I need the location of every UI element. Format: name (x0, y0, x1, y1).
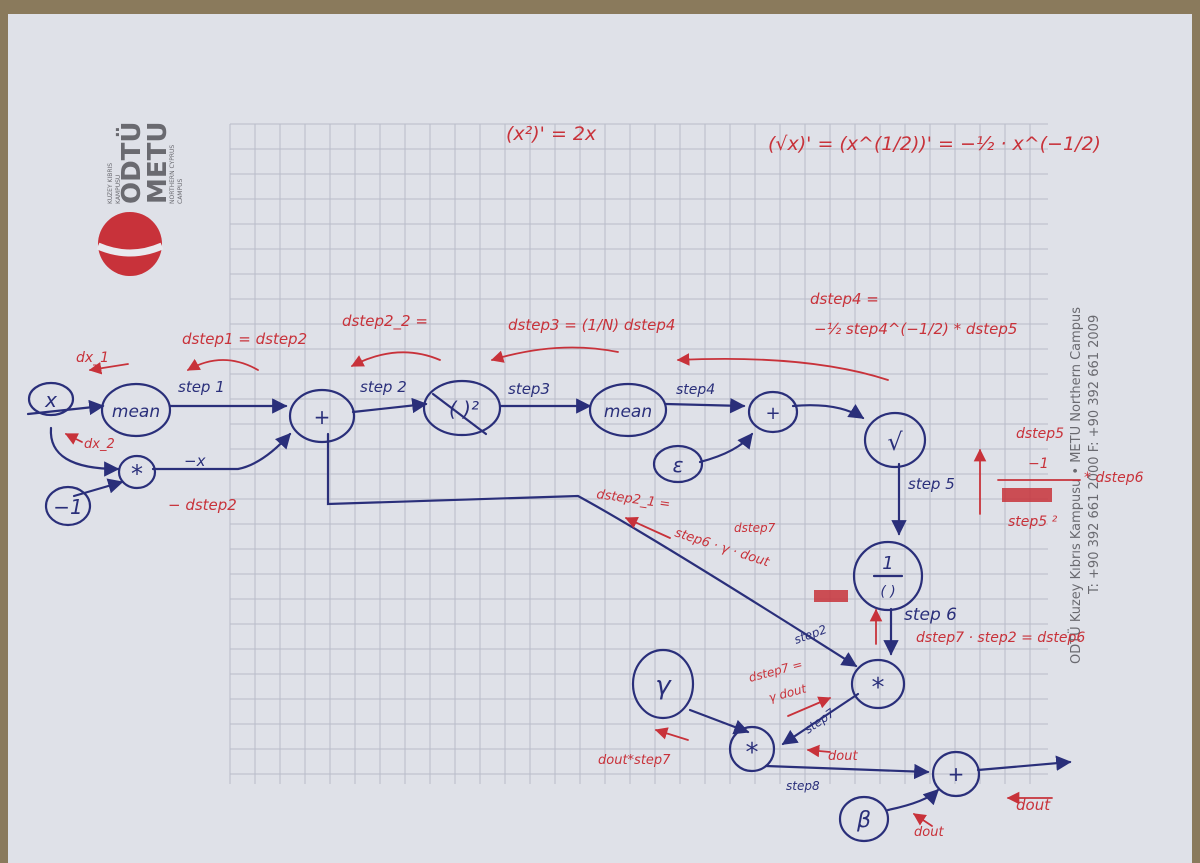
node-plus-2: + (747, 390, 799, 434)
label-step2: step 2 (360, 378, 407, 396)
note-dstep3: dstep3 = (1/N) dstep4 (508, 316, 675, 334)
logo-disc (98, 212, 162, 276)
scribble-2 (814, 590, 848, 602)
logo-odtu: ODTÜ (114, 121, 147, 204)
svg-text:√: √ (887, 428, 903, 456)
logo-en-line2: CAMPUS (177, 179, 184, 204)
footer-line1: ODTÜ Kuzey Kıbrıs Kampusu • METU Norther… (1067, 307, 1084, 664)
svg-text:+: + (314, 405, 331, 429)
svg-text:*: * (131, 460, 143, 488)
node-x: x (27, 381, 75, 417)
node-plus-3: + (931, 750, 981, 798)
note-dx1: dx_1 (76, 350, 109, 366)
svg-text:−1: −1 (53, 495, 82, 519)
note-dstep4-a: dstep4 = (810, 290, 879, 308)
node-epsilon: ε (652, 444, 704, 484)
computational-graph-sketch: ODTÜ METU KUZEY KIBRIS KAMPUSU NORTHERN … (26, 121, 1144, 843)
node-sqrt: √ (863, 411, 927, 469)
svg-text:*: * (746, 738, 759, 768)
svg-text:+: + (948, 762, 965, 786)
label-step8: step8 (786, 779, 820, 793)
note-dout-3: dout (1016, 796, 1051, 814)
svg-text:+: + (765, 403, 780, 424)
note-derivative-square: (x²)' = 2x (506, 123, 597, 145)
node-plus-1: + (288, 388, 356, 444)
logo-metu: METU (143, 122, 173, 204)
node-beta: β (838, 795, 890, 843)
svg-text:mean: mean (604, 402, 652, 422)
node-mean-1: mean (100, 382, 172, 438)
note-dstep6-side: * dstep6 (1084, 470, 1144, 486)
svg-text:x: x (44, 388, 57, 412)
node-multiply-3: * (728, 725, 776, 773)
graph-edges (26, 397, 1072, 812)
label-step4: step4 (676, 382, 715, 398)
node-square: ( )² (422, 379, 502, 437)
footer-line2: T: +90 392 661 2000 F: +90 392 661 2009 (1087, 315, 1102, 595)
node-mean-2: mean (588, 382, 668, 438)
svg-text:mean: mean (112, 402, 160, 422)
node-neg-one: −1 (44, 485, 92, 527)
note-dstep5-frac-num: −1 (1028, 456, 1049, 472)
label-step6: step 6 (904, 605, 957, 625)
note-dout-2: dout (914, 825, 944, 840)
note-dstep6-eq: dstep7 · step2 = dstep6 (916, 630, 1085, 646)
metu-logo: ODTÜ METU KUZEY KIBRIS KAMPUSU NORTHERN … (96, 121, 184, 276)
node-reciprocal: 1 ( ) (852, 540, 924, 612)
label-step5: step 5 (908, 475, 955, 493)
graph-paper-sheet: ODTÜ METU KUZEY KIBRIS KAMPUSU NORTHERN … (8, 14, 1192, 863)
note-dstep7-eq-2: γ dout (767, 681, 809, 705)
label-step1: step 1 (178, 378, 225, 396)
logo-tr-line1: KUZEY KIBRIS (107, 163, 114, 204)
svg-text:( ): ( ) (880, 584, 895, 600)
note-dstep2-1: dstep2_1 = (595, 487, 671, 512)
svg-text:( )²: ( )² (449, 397, 479, 421)
edge-labels: step 1 step 2 step3 step4 step 5 step 6 … (178, 378, 957, 793)
note-derivative-sqrt: (√x)' = (x^(1/2))' = −½ · x^(−1/2) (768, 133, 1101, 155)
note-dout-step7: dout*step7 (598, 753, 671, 768)
note-dout-1: dout (828, 749, 858, 764)
logo-tr-line2: KAMPUSU (115, 175, 122, 204)
logo-en-line1: NORTHERN CYPRUS (169, 145, 176, 204)
note-dx2: dx_2 (84, 437, 115, 452)
note-dstep7-label: dstep7 (734, 521, 776, 535)
note-dstep5-frac-den: step5 ² (1008, 514, 1058, 530)
paper-grid (229, 123, 1048, 784)
note-dstep7-eq-1: dstep7 = (747, 657, 804, 685)
svg-text:γ: γ (655, 671, 672, 701)
node-multiply-2: * (850, 658, 906, 710)
note-dstep2-2: dstep2_2 = (342, 312, 428, 331)
scribble (1002, 488, 1052, 502)
label-step3: step3 (508, 380, 550, 398)
svg-text:ε: ε (673, 453, 684, 477)
label-neg-x: −x (184, 452, 206, 470)
node-gamma: γ (631, 648, 695, 720)
svg-text:1: 1 (882, 553, 893, 574)
svg-text:β: β (856, 808, 871, 833)
note-dstep1: dstep1 = dstep2 (182, 330, 307, 348)
note-dstep4-b: −½ step4^(−1/2) * dstep5 (814, 320, 1017, 338)
node-multiply-1: * (117, 454, 157, 490)
note-neg-dstep2: − dstep2 (168, 496, 237, 514)
svg-text:*: * (872, 673, 885, 703)
label-step7: step7 (802, 706, 838, 737)
note-dstep5-top: dstep5 (1016, 426, 1064, 442)
label-step2-b: step2 (792, 622, 828, 647)
